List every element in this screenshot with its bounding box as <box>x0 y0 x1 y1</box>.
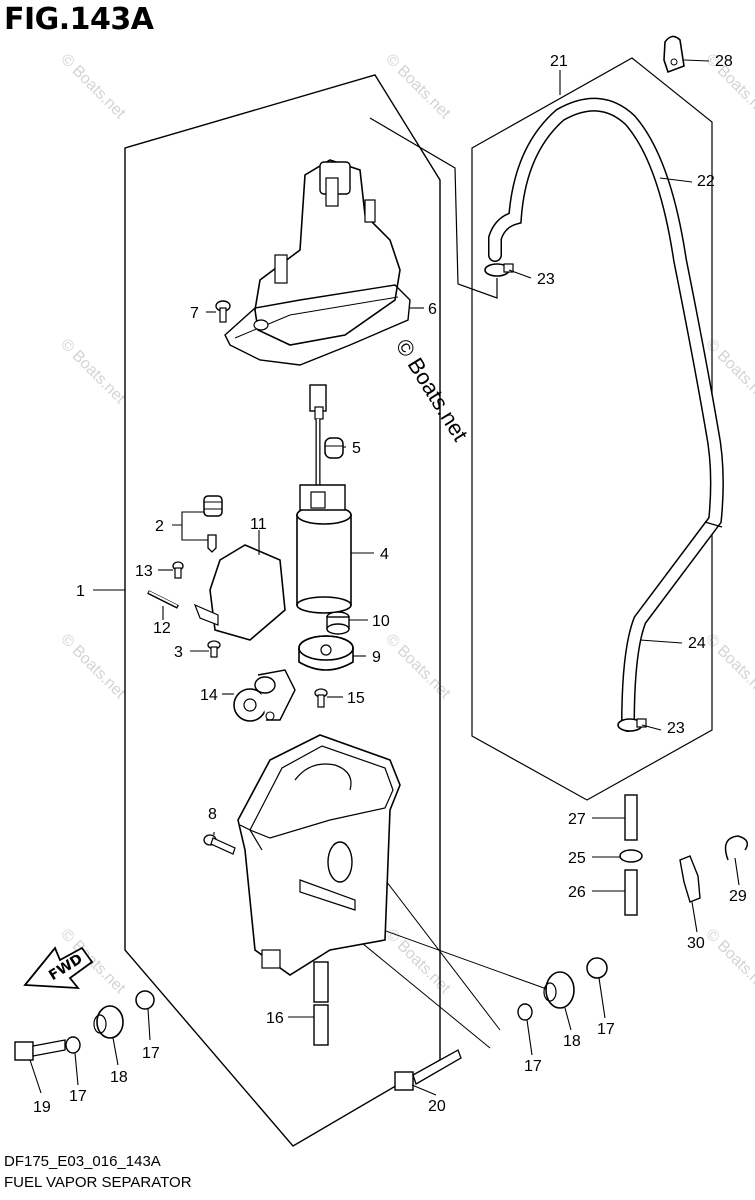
callout-19: 19 <box>33 1099 51 1116</box>
callout-10: 10 <box>372 613 390 630</box>
watermark-faint: © Boats.net <box>382 51 454 123</box>
callout-12: 12 <box>153 620 171 637</box>
callout-17-c: 17 <box>597 1021 615 1038</box>
callout-3: 3 <box>174 644 183 661</box>
callout-29: 29 <box>729 888 747 905</box>
callout-17: 17 <box>142 1045 160 1062</box>
hose-group-boundary <box>369 57 713 801</box>
callout-13: 13 <box>135 563 153 580</box>
part-hose-22-24 <box>488 97 724 732</box>
callout-2: 2 <box>155 518 164 535</box>
watermark-faint: © Boats.net <box>57 51 129 123</box>
callout-11: 11 <box>250 516 267 533</box>
part-holder-9 <box>298 635 354 671</box>
part-bolt-13 <box>172 561 184 579</box>
part-tie-29 <box>724 835 749 861</box>
callout-17-b: 17 <box>69 1088 87 1105</box>
callout-5: 5 <box>352 440 361 457</box>
part-separator-body <box>237 734 401 976</box>
part-fitting-2 <box>203 495 223 553</box>
part-fuel-pump-4 <box>296 484 352 614</box>
diagram-code: DF175_E03_016_143A <box>4 1153 161 1170</box>
callout-9: 9 <box>372 649 381 666</box>
fwd-direction-arrow: FWD <box>23 946 94 990</box>
part-hose-27-25-26 <box>619 794 643 916</box>
watermark-main: © Boats.net <box>391 334 473 445</box>
callout-25: 25 <box>568 850 586 867</box>
callout-16: 16 <box>266 1010 284 1027</box>
watermark-faint: © Boats.net <box>702 926 755 998</box>
part-screw-7 <box>215 300 231 323</box>
part-grommet-5 <box>324 437 344 459</box>
callout-23: 23 <box>537 271 555 288</box>
part-screw-15 <box>314 688 328 708</box>
part-mount-right <box>394 957 608 1091</box>
part-clip-30 <box>679 855 701 903</box>
part-pin-12-core <box>148 591 178 607</box>
part-harness <box>309 384 327 490</box>
part-mount-left <box>14 990 155 1061</box>
watermark-faint: © Boats.net <box>57 336 129 408</box>
callout-18: 18 <box>110 1069 128 1086</box>
callout-24: 24 <box>688 635 706 652</box>
watermark-faint: © Boats.net <box>702 631 755 703</box>
figure-title: FIG.143A <box>4 2 154 37</box>
callout-15: 15 <box>347 690 365 707</box>
part-clamp-23-lower <box>617 718 647 732</box>
callout-18-b: 18 <box>563 1033 581 1050</box>
part-clip-28 <box>663 35 685 74</box>
part-screw-3 <box>207 640 221 658</box>
part-bolt-8 <box>203 834 236 855</box>
part-cover-6 <box>224 159 411 366</box>
callout-20: 20 <box>428 1098 446 1115</box>
watermark-faint: © Boats.net <box>382 631 454 703</box>
callout-labels: 1 2 3 4 5 6 7 8 9 10 11 12 13 14 15 16 1… <box>33 53 747 1116</box>
part-clamp-23 <box>484 263 514 277</box>
watermark-faint: © Boats.net <box>57 631 129 703</box>
callout-30: 30 <box>687 935 705 952</box>
watermark-faint: © Boats.net <box>382 926 454 998</box>
callout-1: 1 <box>76 583 85 600</box>
callout-22: 22 <box>697 173 715 190</box>
callout-27: 27 <box>568 811 586 828</box>
diagram-name: FUEL VAPOR SEPARATOR <box>4 1174 192 1191</box>
callout-23-b: 23 <box>667 720 685 737</box>
callout-8: 8 <box>208 806 217 823</box>
callout-14: 14 <box>200 687 218 704</box>
part-cover-11 <box>193 544 286 641</box>
callout-6: 6 <box>428 301 437 318</box>
part-regulator-14 <box>233 669 296 722</box>
leader-lines <box>29 59 740 1096</box>
callout-7: 7 <box>190 305 199 322</box>
callout-28: 28 <box>715 53 733 70</box>
callout-21: 21 <box>550 53 568 70</box>
callout-26: 26 <box>568 884 586 901</box>
callout-17-d: 17 <box>524 1058 542 1075</box>
part-pipe-16 <box>313 961 329 1046</box>
part-filter-10 <box>326 611 350 635</box>
callout-4: 4 <box>380 546 389 563</box>
